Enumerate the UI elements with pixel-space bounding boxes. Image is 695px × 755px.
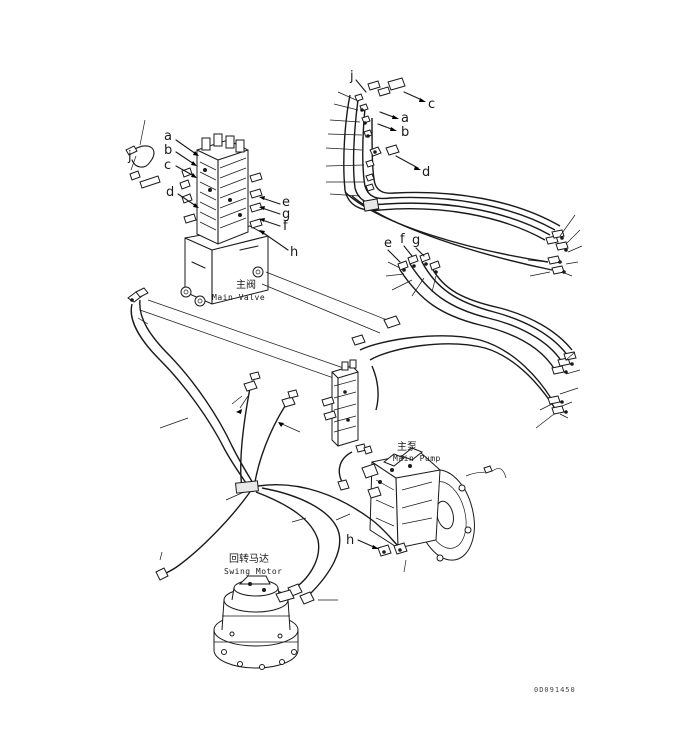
top-right-hose-bundle [325,77,583,277]
mid-label-f: f [400,232,405,247]
top-label-d: d [422,165,430,180]
top-right-callout-leaders [355,79,426,170]
main-valve-label-en: Main Valve [212,293,265,302]
valve-label-e: e [282,195,290,210]
valve-loose-fittings [125,119,161,189]
mid-label-e: e [384,236,392,251]
mid-label-g: g [412,233,420,248]
swing-motor [213,575,299,670]
middle-callout-leaders [387,245,425,263]
main-valve-label-cn: 主阀 [236,278,256,291]
top-label-c: c [428,97,435,112]
middle-hose-bundle [351,252,581,429]
swing-motor-label-cn: 回转马达 [229,552,269,565]
main-valve-caption: 主阀 Main Valve [212,278,265,302]
bottom-callout: h [346,533,379,549]
valve-label-j: j [127,149,132,164]
main-pump-label-en: Main Pump [393,454,441,463]
swing-motor-hoses [127,287,408,605]
valve-label-b: b [164,143,172,158]
bottom-label-h: h [346,533,354,548]
main-pump-label-cn: 主泵 [397,441,417,453]
valve-callout-labels: a b c d e g f h j [127,129,298,260]
swing-motor-label-en: Swing Motor [224,567,282,576]
swing-motor-caption: 回转马达 Swing Motor [224,552,282,576]
valve-label-g: g [282,207,290,222]
valve-label-f: f [283,219,288,234]
valve-label-h: h [290,245,298,260]
valve-callout-leaders [130,139,289,251]
assembly-leader-lines [139,271,393,383]
valve-label-a: a [164,129,172,144]
valve-label-d: d [166,185,174,200]
drawing-code: 0D091450 [534,686,576,694]
top-label-a: a [401,111,409,126]
main-pump [337,443,507,562]
middle-callout-labels: e f g [384,232,420,251]
top-right-callout-labels: j c a b d [349,69,435,180]
top-label-b: b [401,125,409,140]
top-label-j: j [349,69,354,84]
main-valve [179,133,269,307]
main-pump-caption: 主泵 Main Pump [393,441,441,463]
pilot-valve-block [321,359,359,447]
top-right-end-fittings [545,229,569,275]
valve-label-c: c [164,158,171,173]
